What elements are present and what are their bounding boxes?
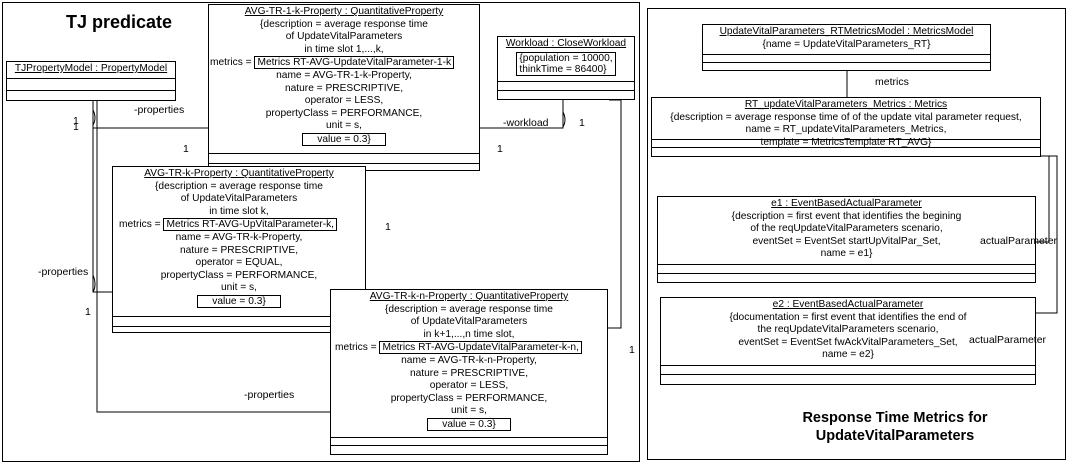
prop-kn-line: operator = LESS,: [429, 380, 509, 392]
diagram-title-rt-metrics: Response Time Metrics for UpdateVitalPar…: [760, 409, 1030, 445]
prop-kn-value: value = 0.3}: [427, 417, 511, 431]
workload-box: Workload : CloseWorkload {population = 1…: [497, 36, 635, 100]
metrics-line: template = MetricsTemplate RT_AVG}: [760, 136, 932, 148]
prop-k-line: unit = s,: [221, 282, 257, 294]
edge-label-actual-parameter: actualParameter: [969, 334, 1047, 346]
prop-1k-metrics-key: metrics =: [210, 57, 252, 69]
multiplicity-label: 1: [183, 143, 189, 155]
prop-1k-line: propertyClass = PERFORMANCE,: [265, 107, 423, 119]
prop-kn-metrics-ref: Metrics RT-AVG-UpdateVitalParameter-k-n,: [379, 341, 582, 355]
multiplicity-label: 1: [497, 143, 503, 155]
edge-actual-1: [1036, 155, 1050, 243]
e1-line: name = e1}: [820, 248, 873, 260]
prop-k-line: name = AVG-TR-k-Property,: [175, 231, 303, 243]
metrics-title: RT_updateVitalParameters_Metrics : Metri…: [744, 99, 948, 110]
prop-1k-value: value = 0.3}: [302, 132, 386, 146]
prop-k-line: propertyClass = PERFORMANCE,: [160, 269, 318, 281]
metrics-model-line: {name = UpdateVitalParameters_RT}: [762, 38, 931, 50]
prop-k-line: of UpdateVitalParameters: [180, 193, 298, 205]
metrics-line: {description = average response time of …: [670, 111, 1022, 123]
prop-kn-line: nature = PRESCRIPTIVE,: [409, 367, 529, 379]
workload-attr-line: {population = 10000,: [519, 52, 613, 64]
workload-attr-line: thinkTime = 86400}: [519, 63, 607, 75]
rt-title-line: UpdateVitalParameters: [815, 428, 975, 444]
edge-label-properties: -properties: [134, 104, 185, 116]
edge-label-actual-parameter: actualParameter: [980, 235, 1058, 247]
prop-kn-title: AVG-TR-k-n-Property : QuantitativeProper…: [369, 291, 569, 302]
prop-1k-title: AVG-TR-1-k-Property : QuantitativeProper…: [244, 6, 444, 17]
prop-1k-line: nature = PRESCRIPTIVE,: [284, 82, 404, 94]
e2-line: {documentation = first event that identi…: [729, 311, 967, 323]
multiplicity-label: 1: [385, 221, 391, 233]
multiplicity-label: 1: [579, 117, 585, 129]
e1-line: eventSet = EventSet startUpVitalPar_Set,: [752, 235, 941, 247]
edge-label-properties: -properties: [244, 389, 295, 401]
edge-label-workload: -workload: [503, 117, 549, 129]
prop-k-line: {description = average response time: [155, 180, 323, 192]
prop-1k-box: AVG-TR-1-k-Property : QuantitativeProper…: [208, 4, 480, 171]
edge-label-metrics: metrics: [875, 76, 909, 88]
edge-properties-kn: [96, 100, 330, 413]
prop-kn-line: {description = average response time: [385, 303, 553, 315]
prop-kn-line: name = AVG-TR-k-n-Property,: [401, 354, 537, 366]
prop-1k-line: {description = average response time: [260, 18, 428, 30]
prop-k-line: in time slot k,: [209, 205, 269, 217]
e2-line: the reqUpdateVitalParameters scenario,: [757, 324, 939, 336]
e1-box: e1 : EventBasedActualParameter {descript…: [657, 196, 1036, 283]
e1-line: {description = first event that identifi…: [731, 210, 962, 222]
edge-actual-2: [1036, 155, 1058, 314]
e2-line: eventSet = EventSet fwAckVitalParameters…: [738, 336, 958, 348]
prop-1k-line: operator = LESS,: [304, 95, 384, 107]
metrics-line: name = RT_updateVitalParameters_Metrics,: [745, 124, 947, 136]
tj-property-model-box: TJPropertyModel : PropertyModel: [6, 61, 176, 101]
rt-title-line: Response Time Metrics for: [802, 410, 988, 426]
metrics-model-title: UpdateVitalParameters_RTMetricsModel : M…: [719, 26, 974, 37]
e2-title: e2 : EventBasedActualParameter: [772, 299, 924, 310]
prop-k-metrics-ref: Metrics RT-AVG-UpVitalParameter-k,: [163, 218, 338, 232]
multiplicity-label: 1: [85, 306, 91, 318]
metrics-box: RT_updateVitalParameters_Metrics : Metri…: [651, 97, 1041, 157]
prop-kn-line: of UpdateVitalParameters: [410, 316, 528, 328]
prop-k-box: AVG-TR-k-Property : QuantitativeProperty…: [112, 166, 366, 333]
prop-kn-box: AVG-TR-k-n-Property : QuantitativeProper…: [330, 289, 608, 455]
prop-1k-line: name = AVG-TR-1-k-Property,: [276, 69, 412, 81]
multiplicity-label: 1: [73, 121, 79, 133]
prop-1k-line: in time slot 1,...,k,: [304, 43, 384, 55]
prop-kn-line: unit = s,: [451, 405, 487, 417]
prop-kn-line: in k+1,...,n time slot,: [423, 328, 515, 340]
e2-line: name = e2}: [822, 349, 874, 361]
prop-kn-metrics-key: metrics =: [335, 342, 377, 354]
edge-label-properties: -properties: [38, 266, 89, 278]
workload-attrs: {population = 10000, thinkTime = 86400}: [516, 51, 616, 76]
e1-title: e1 : EventBasedActualParameter: [771, 198, 922, 209]
multiplicity-label: 1: [629, 344, 635, 356]
multiplicity-label: 1: [73, 115, 79, 127]
prop-1k-metrics-ref: Metrics RT-AVG-UpdateVitalParameter-1-k: [254, 56, 455, 70]
diagram-title-tj: TJ predicate: [66, 12, 173, 32]
prop-kn-line: propertyClass = PERFORMANCE,: [390, 392, 548, 404]
prop-1k-line: of UpdateVitalParameters: [285, 31, 403, 43]
workload-title: Workload : CloseWorkload: [505, 38, 627, 49]
tj-model-title: TJPropertyModel : PropertyModel: [14, 63, 168, 74]
edge-properties-k: [92, 128, 112, 293]
prop-k-line: operator = EQUAL,: [195, 257, 283, 269]
e1-line: of the reqUpdateVitalParameters scenario…: [750, 223, 943, 235]
prop-1k-line: unit = s,: [326, 120, 362, 132]
metrics-model-box: UpdateVitalParameters_RTMetricsModel : M…: [702, 24, 991, 71]
edge-workload: [480, 100, 564, 129]
prop-k-line: nature = PRESCRIPTIVE,: [179, 244, 299, 256]
e2-box: e2 : EventBasedActualParameter {document…: [660, 297, 1036, 385]
prop-k-metrics-key: metrics =: [119, 219, 161, 231]
edge-workload-kn: [608, 99, 622, 329]
prop-k-value: value = 0.3}: [197, 294, 281, 308]
prop-k-title: AVG-TR-k-Property : QuantitativeProperty: [144, 168, 334, 179]
